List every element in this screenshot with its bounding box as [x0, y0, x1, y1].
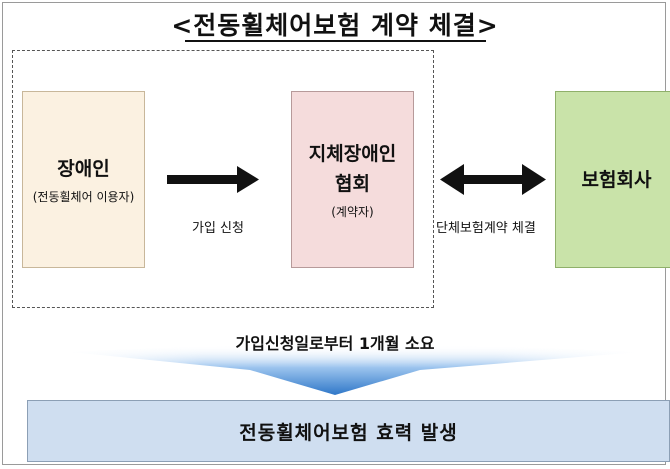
- association-label-line1: 지체장애인: [308, 143, 397, 165]
- apply-label: 가입 신청: [192, 221, 244, 236]
- title-underline: [185, 40, 486, 42]
- period-note: 가입신청일로부터 1개월 소요: [235, 334, 435, 353]
- association-box: 지체장애인 협회 (계약자): [291, 91, 414, 268]
- applicant-sub: (전동휠체어 이용자): [32, 190, 135, 204]
- diagram-title: <전동휠체어보험 계약 체결>: [171, 11, 499, 40]
- double-arrow-icon: [440, 164, 546, 195]
- flow-down-arrow-icon: [70, 345, 640, 395]
- applicant-box: 장애인 (전동휠체어 이용자): [22, 91, 145, 268]
- insurer-box: 보험회사: [555, 91, 670, 268]
- association-sub: (계약자): [331, 205, 374, 219]
- apply-arrow-icon: [167, 166, 259, 193]
- insurer-label: 보험회사: [581, 168, 652, 191]
- result-label: 전동휠체어보험 효력 발생: [239, 421, 458, 444]
- group-contract-label: 단체보험계약 체결: [436, 221, 536, 236]
- applicant-association-group: [12, 50, 434, 308]
- applicant-label: 장애인: [57, 158, 110, 180]
- result-box: 전동휠체어보험 효력 발생: [27, 400, 670, 462]
- association-label-line2: 협회: [335, 173, 370, 195]
